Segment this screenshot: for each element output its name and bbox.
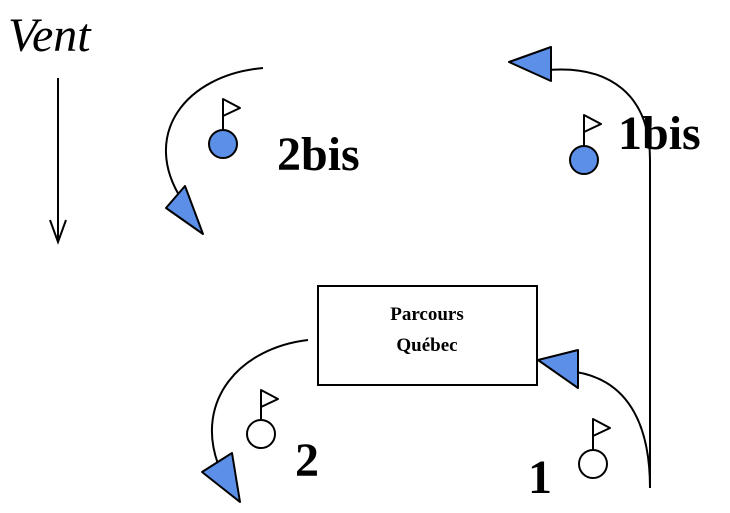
parcours-box-line1: Parcours (390, 304, 464, 325)
route-2bis-arrowhead (165, 185, 204, 235)
buoy-2-ball (246, 419, 276, 449)
parcours-box (317, 285, 538, 386)
route-1bis-arrowhead (508, 46, 552, 82)
buoy-2bis (208, 98, 241, 159)
wind-arrow-head (49, 219, 67, 245)
buoy-1-ball (578, 449, 608, 479)
route-2bis (164, 67, 264, 201)
route-1-arrowhead (537, 349, 579, 389)
mark-label-2: 2 (295, 434, 319, 487)
buoy-1bis-flag (583, 114, 602, 133)
buoy-2bis-flag (222, 98, 241, 117)
buoy-2 (246, 389, 279, 449)
route-1 (575, 371, 651, 489)
buoy-1 (578, 418, 611, 479)
mark-label-2bis: 2bis (277, 128, 360, 181)
buoy-2bis-ball (208, 129, 238, 159)
mark-label-1: 1 (528, 451, 552, 504)
route-2-arrowhead (201, 452, 241, 503)
route-2 (211, 339, 309, 465)
wind-label: Vent (8, 9, 92, 62)
mark-label-1bis: 1bis (618, 107, 701, 160)
buoy-1bis (569, 114, 602, 175)
buoy-1-flag (592, 418, 611, 437)
buoy-1bis-ball (569, 145, 599, 175)
parcours-box-line2: Québec (396, 335, 457, 356)
buoy-2-flag (260, 389, 279, 408)
route-1bis (547, 68, 651, 488)
